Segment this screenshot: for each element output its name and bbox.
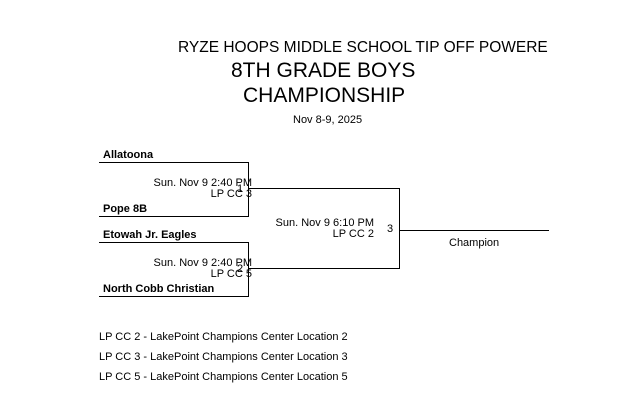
game2-bottom-line: [99, 296, 249, 297]
legend-item-cc3: LP CC 3 - LakePoint Champions Center Loc…: [99, 351, 348, 363]
game2-number: 2: [237, 263, 244, 275]
game1-info: Sun. Nov 9 2:40 PM LP CC 3: [154, 178, 252, 200]
tournament-title: RYZE HOOPS MIDDLE SCHOOL TIP OFF POWERE: [178, 39, 548, 56]
game2-team-top: Etowah Jr. Eagles: [103, 229, 197, 241]
game1-to-final-line: [248, 188, 400, 189]
game1-team-bottom: Pope 8B: [103, 203, 148, 215]
game3-location: LP CC 2: [332, 228, 374, 240]
final-vertical-line: [399, 188, 400, 269]
game1-bottom-line: [99, 216, 249, 217]
game1-top-line: [99, 162, 249, 163]
game1-vertical-line: [248, 162, 249, 217]
game1-location: LP CC 3: [210, 188, 252, 200]
game2-info: Sun. Nov 9 2:40 PM LP CC 5: [154, 258, 252, 280]
legend-item-cc2: LP CC 2 - LakePoint Champions Center Loc…: [99, 331, 348, 343]
game1-team-top: Allatoona: [103, 149, 154, 161]
game3-number: 3: [387, 223, 394, 235]
game2-top-line: [99, 242, 249, 243]
game1-number: 1: [237, 183, 244, 195]
game2-location: LP CC 5: [210, 268, 252, 280]
game2-time: Sun. Nov 9 2:40 PM: [153, 257, 252, 269]
game1-time: Sun. Nov 9 2:40 PM: [153, 177, 252, 189]
game2-team-bottom: North Cobb Christian: [103, 283, 215, 295]
champion-label: Champion: [449, 237, 500, 249]
division-title: 8TH GRADE BOYS: [231, 59, 416, 82]
game2-vertical-line: [248, 242, 249, 297]
game3-info: Sun. Nov 9 6:10 PM LP CC 2: [276, 218, 374, 240]
game2-to-final-line: [248, 268, 400, 269]
legend-item-cc5: LP CC 5 - LakePoint Champions Center Loc…: [99, 371, 348, 383]
tournament-dates: Nov 8-9, 2025: [293, 114, 363, 126]
champion-line: [399, 230, 549, 231]
bracket-title: CHAMPIONSHIP: [243, 84, 406, 107]
game3-time: Sun. Nov 9 6:10 PM: [275, 217, 374, 229]
